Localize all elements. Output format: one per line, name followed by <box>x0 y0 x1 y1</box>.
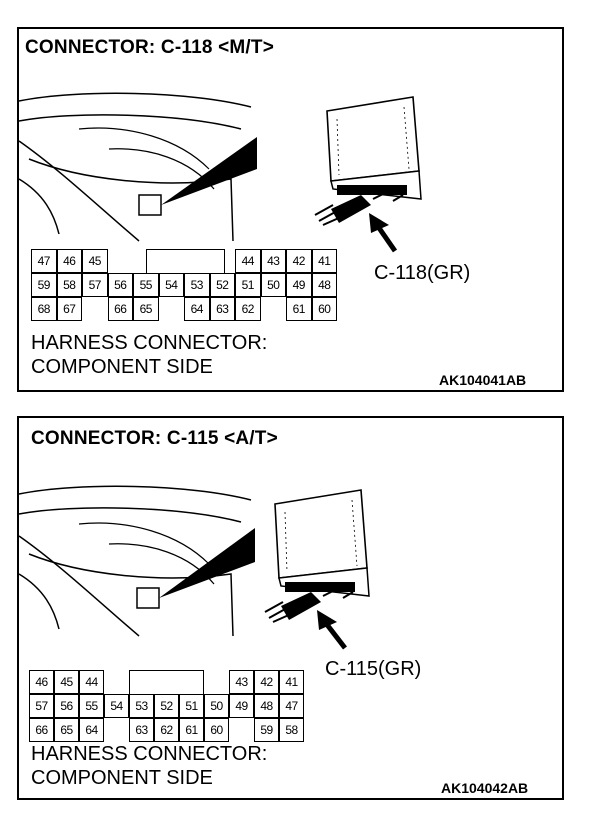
pin-empty <box>104 718 129 742</box>
pin-62: 62 <box>154 718 179 742</box>
dash-connector-shape <box>136 587 160 609</box>
caption-line-2: COMPONENT SIDE <box>31 767 213 789</box>
pin-45: 45 <box>82 249 108 273</box>
connector-key <box>145 249 225 273</box>
pin-50: 50 <box>260 273 286 297</box>
pin-48: 48 <box>311 273 337 297</box>
pin-43: 43 <box>260 249 286 273</box>
pin-46: 46 <box>56 249 82 273</box>
ecu-module <box>326 96 422 200</box>
pin-64: 64 <box>184 297 210 321</box>
pin-48: 48 <box>254 694 279 718</box>
pin-empty <box>261 297 287 321</box>
pin-empty <box>82 297 108 321</box>
pin-56: 56 <box>54 694 79 718</box>
caption-line-1: HARNESS CONNECTOR: <box>31 332 268 354</box>
dash-connector-shape <box>138 194 162 216</box>
connector-panel-c115: CONNECTOR: C-115 <A/T> C <box>17 416 564 800</box>
pin-62: 62 <box>235 297 261 321</box>
pin-52: 52 <box>154 694 179 718</box>
pin-47: 47 <box>31 249 57 273</box>
panel-title: CONNECTOR: C-118 <M/T> <box>25 37 274 58</box>
pin-empty <box>108 249 134 273</box>
pin-63: 63 <box>209 297 235 321</box>
magnify-wedge <box>159 528 255 598</box>
pin-55: 55 <box>79 694 104 718</box>
pin-44: 44 <box>79 670 104 694</box>
pin-67: 67 <box>56 297 82 321</box>
pin-54: 54 <box>104 694 129 718</box>
pin-50: 50 <box>204 694 229 718</box>
figure-code: AK104041AB <box>439 372 527 388</box>
caption-line-2: COMPONENT SIDE <box>31 356 213 378</box>
panel-title: CONNECTOR: C-115 <A/T> <box>31 428 278 449</box>
pin-53: 53 <box>129 694 154 718</box>
pin-44: 44 <box>235 249 261 273</box>
pin-66: 66 <box>29 718 54 742</box>
pin-empty <box>229 718 254 742</box>
pin-51: 51 <box>235 273 261 297</box>
harness-plug <box>264 587 354 623</box>
caption-line-1: HARNESS CONNECTOR: <box>31 743 268 765</box>
pin-empty <box>159 297 185 321</box>
pin-42: 42 <box>286 249 312 273</box>
pin-58: 58 <box>279 718 304 742</box>
pin-65: 65 <box>133 297 159 321</box>
pin-41: 41 <box>311 249 337 273</box>
ecu-module <box>274 489 370 597</box>
pin-57: 57 <box>82 273 108 297</box>
pin-55: 55 <box>133 273 159 297</box>
pin-41: 41 <box>279 670 304 694</box>
pin-45: 45 <box>54 670 79 694</box>
pin-61: 61 <box>286 297 312 321</box>
pin-49: 49 <box>229 694 254 718</box>
pin-49: 49 <box>286 273 312 297</box>
pin-57: 57 <box>29 694 54 718</box>
pointer-arrow <box>369 213 398 253</box>
pin-42: 42 <box>254 670 279 694</box>
pin-43: 43 <box>229 670 254 694</box>
dashboard-illustration <box>18 485 370 650</box>
pin-63: 63 <box>129 718 154 742</box>
pin-empty <box>204 670 229 694</box>
connector-panel-c118: CONNECTOR: C-118 <M/T> <box>17 27 564 392</box>
pin-47: 47 <box>279 694 304 718</box>
connector-label: C-115(GR) <box>325 658 422 680</box>
pin-66: 66 <box>107 297 133 321</box>
magnify-wedge <box>161 137 257 205</box>
pin-51: 51 <box>179 694 204 718</box>
pin-61: 61 <box>179 718 204 742</box>
harness-plug <box>314 190 404 226</box>
pin-60: 60 <box>311 297 337 321</box>
pin-64: 64 <box>79 718 104 742</box>
dashboard-illustration <box>18 92 422 253</box>
pin-empty <box>104 670 129 694</box>
figure-code: AK104042AB <box>441 780 529 796</box>
pin-46: 46 <box>29 670 54 694</box>
pin-68: 68 <box>31 297 57 321</box>
pin-59: 59 <box>31 273 57 297</box>
pin-59: 59 <box>254 718 279 742</box>
pin-52: 52 <box>209 273 235 297</box>
pin-65: 65 <box>54 718 79 742</box>
pin-56: 56 <box>107 273 133 297</box>
pin-53: 53 <box>184 273 210 297</box>
pin-58: 58 <box>56 273 82 297</box>
pin-54: 54 <box>158 273 184 297</box>
pin-60: 60 <box>204 718 229 742</box>
connector-key <box>129 670 204 694</box>
pointer-arrow <box>317 610 347 650</box>
connector-label: C-118(GR) <box>374 262 471 284</box>
